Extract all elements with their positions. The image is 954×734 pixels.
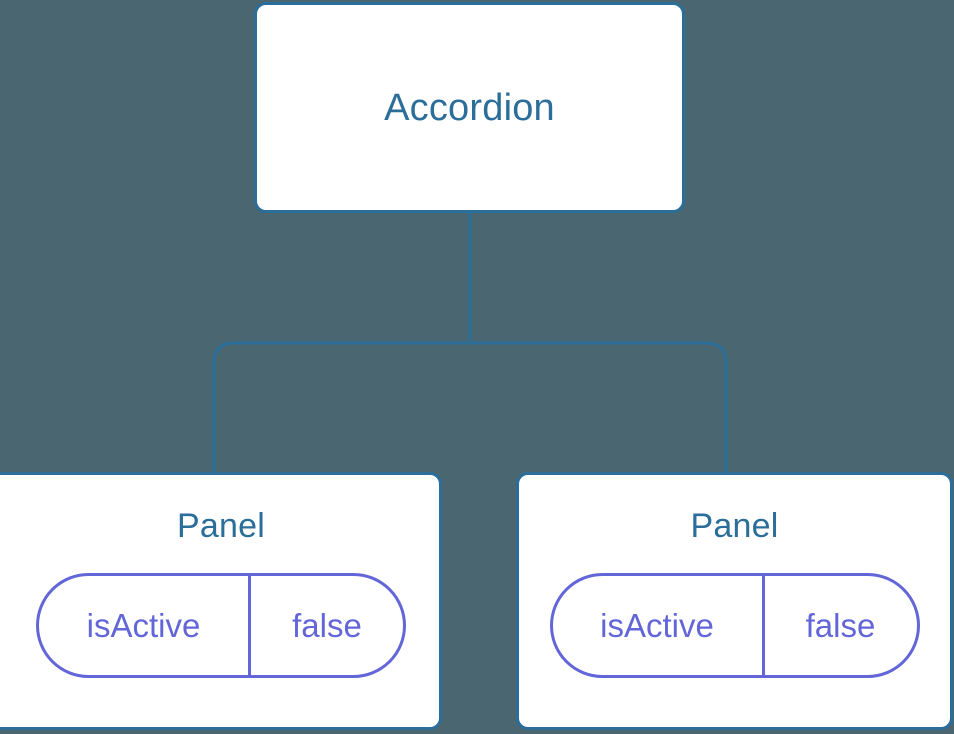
panel-left-content: Panel isActive false bbox=[0, 509, 448, 678]
node-panel-left[interactable]: Panel isActive false bbox=[0, 472, 442, 730]
node-panel-left-label: Panel bbox=[177, 507, 265, 545]
state-pill-right[interactable]: isActive false bbox=[549, 573, 920, 678]
state-pill-left[interactable]: isActive false bbox=[36, 573, 406, 678]
node-accordion[interactable]: Accordion bbox=[254, 2, 685, 213]
state-pill-left-key: isActive bbox=[39, 576, 251, 675]
node-panel-right-label: Panel bbox=[690, 507, 779, 545]
node-panel-right[interactable]: Panel isActive false bbox=[516, 472, 953, 730]
connector-to-left-panel bbox=[212, 341, 470, 474]
state-pill-left-value: false bbox=[292, 607, 362, 644]
connector-to-right-panel bbox=[470, 341, 728, 474]
state-pill-right-key: isActive bbox=[553, 576, 765, 675]
node-accordion-label: Accordion bbox=[384, 86, 555, 129]
panel-right-content: Panel isActive false bbox=[519, 509, 950, 678]
state-pill-right-value: false bbox=[805, 607, 876, 644]
